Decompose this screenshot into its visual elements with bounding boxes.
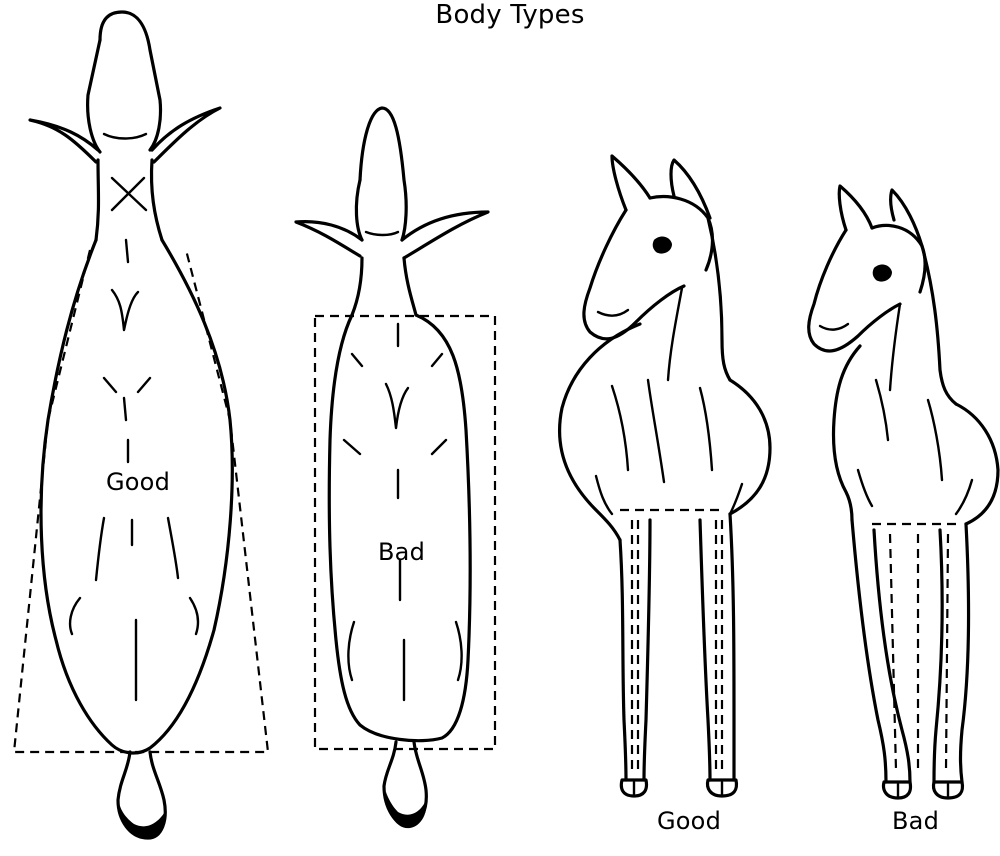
- goat-front-view-bad: [809, 186, 998, 798]
- goat-front-view-good: [560, 156, 770, 796]
- label-front-view-bad: Bad: [892, 809, 939, 833]
- label-front-view-good: Good: [657, 809, 721, 833]
- label-top-view-bad: Bad: [378, 540, 425, 564]
- diagram-title: Body Types: [0, 2, 1000, 28]
- goat-top-view-bad: [296, 108, 495, 828]
- label-top-view-good: Good: [106, 470, 170, 494]
- goat-top-view-good: [14, 12, 268, 838]
